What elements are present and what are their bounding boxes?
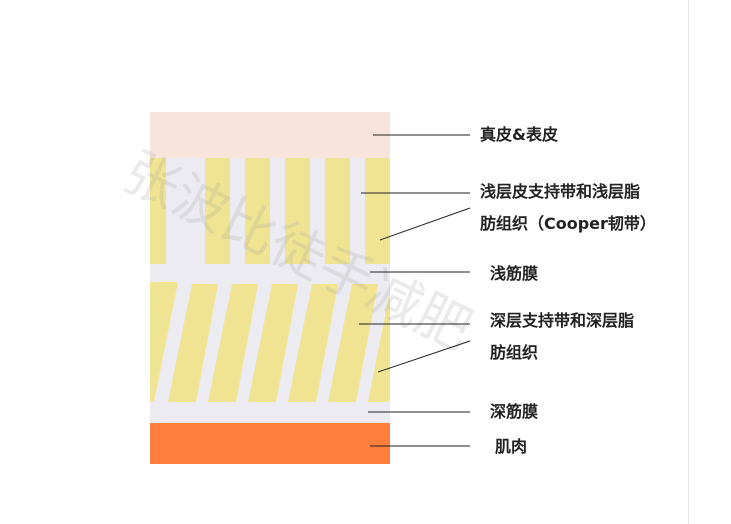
deep-fat-strip <box>150 282 178 402</box>
deep-fat-strip <box>368 290 390 402</box>
deep-fat-strip <box>288 284 338 402</box>
muscle-layer <box>150 423 390 464</box>
deep-fat-strip <box>248 284 298 402</box>
deep-fat-strip <box>208 284 258 402</box>
deep-fat-strip <box>328 284 378 402</box>
dermis-epidermis-layer <box>150 112 390 158</box>
deep-fascia-layer <box>150 402 390 423</box>
leader-line-deep-fat-b <box>377 340 471 373</box>
superficial-fat-column <box>245 158 270 264</box>
leader-line-superficial-fat-b <box>379 207 471 241</box>
label-deep-retinacula-line2: 肪组织 <box>490 343 539 362</box>
superficial-fat-column <box>365 158 390 264</box>
deep-retinacula-strips <box>150 282 390 402</box>
leader-lines <box>359 134 471 447</box>
superficial-fat-column <box>205 158 230 264</box>
label-superficial-retinacula-line2: 肪组织（Cooper韧带） <box>480 214 656 233</box>
superficial-retinacula-columns <box>150 158 390 264</box>
deep-fat-strip <box>168 284 218 402</box>
superficial-fascia-layer <box>150 264 390 282</box>
label-muscle: 肌肉 <box>495 437 528 456</box>
label-dermis-epidermis: 真皮&表皮 <box>480 125 558 144</box>
label-superficial-fascia: 浅筋膜 <box>490 264 539 283</box>
label-deep-fascia: 深筋膜 <box>490 402 539 421</box>
superficial-fat-column <box>150 158 166 264</box>
page-edge-line <box>688 0 689 524</box>
superficial-fat-column <box>325 158 350 264</box>
label-deep-retinacula-line1: 深层支持带和深层脂 <box>490 311 635 330</box>
superficial-fat-column <box>285 158 310 264</box>
label-superficial-retinacula-line1: 浅层皮支持带和浅层脂 <box>480 182 641 201</box>
